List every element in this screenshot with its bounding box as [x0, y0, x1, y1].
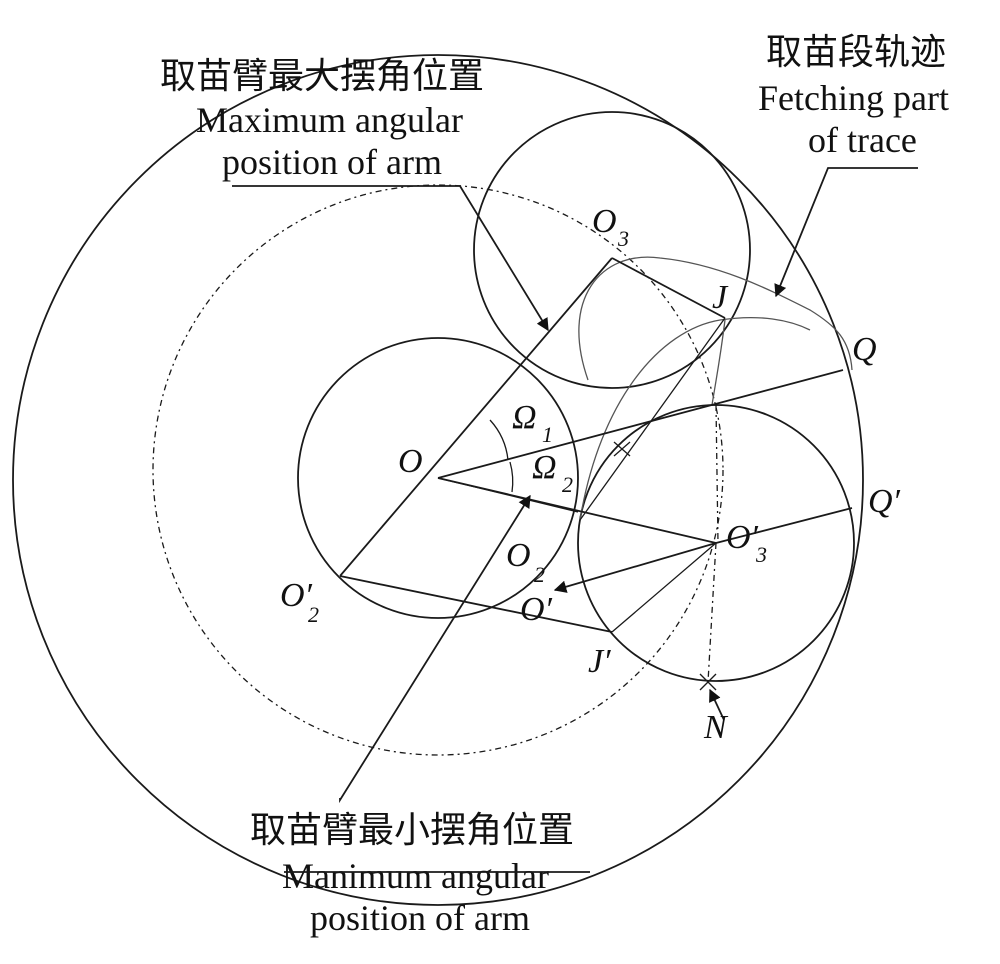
label-qp: Q′: [868, 483, 901, 520]
line-o3-j: [611, 257, 726, 319]
inner-circle: [297, 337, 579, 619]
caption-min-cn: 取苗臂最小摆角位置: [250, 810, 574, 850]
label-op: O′: [520, 591, 553, 628]
label-omega2: Ω: [532, 449, 557, 486]
caption-min-en2: position of arm: [310, 898, 530, 938]
leader-min: [339, 494, 531, 804]
line-n-up: [715, 404, 719, 544]
caption-max-cn: 取苗臂最大摆角位置: [160, 56, 484, 96]
leader-n: [709, 688, 725, 721]
label-omega2-sub: 2: [562, 472, 573, 497]
caption-min-en1: Manimum angular: [282, 856, 549, 896]
label-omega1-sub: 1: [542, 422, 553, 447]
line-o3p-n: [707, 542, 717, 683]
label-omega1: Ω: [512, 399, 537, 436]
line-o-o2: [437, 477, 579, 513]
line-jp-up: [611, 542, 717, 633]
label-o3-sub: 3: [617, 226, 629, 251]
trace-arc-2: [579, 316, 811, 521]
line-o2p-o3: [339, 257, 613, 577]
line-o3p-qp: [715, 507, 853, 544]
label-o2p-sub: 2: [308, 602, 319, 627]
line-op-o3p: [553, 542, 717, 593]
leader-fetch: [774, 167, 918, 298]
label-o2p: O′: [280, 577, 313, 614]
label-o2-sub: 2: [534, 562, 545, 587]
label-jp: J′: [588, 643, 611, 680]
dashdot-circle: [152, 184, 724, 756]
label-o3: O: [592, 203, 617, 240]
label-o3p-sub: 3: [755, 542, 767, 567]
fetching-trace: [578, 256, 853, 381]
caption-fetch-cn: 取苗段轨迹: [766, 32, 946, 72]
caption-fetch-en2: of trace: [808, 120, 917, 160]
angle-arc-omega1: [489, 419, 509, 461]
caption-fetch-en1: Fetching part: [758, 78, 949, 118]
caption-max-en1: Maximum angular: [196, 100, 463, 140]
cross-mark-n: [699, 673, 717, 691]
label-o3p: O′: [726, 519, 759, 556]
upper-circle-o3: [473, 111, 751, 389]
caption-max-en2: position of arm: [222, 142, 442, 182]
label-n: N: [703, 709, 729, 746]
label-j: J: [712, 279, 729, 316]
outer-circle: [12, 54, 864, 906]
line-o2p-jp: [339, 575, 613, 633]
label-o2: O: [506, 537, 531, 574]
leader-max: [232, 185, 549, 332]
angle-arc-omega2: [509, 461, 514, 493]
trace-arc-3: [711, 319, 726, 406]
label-q: Q: [852, 331, 877, 368]
line-jp-o3: [579, 317, 726, 521]
label-o: O: [398, 443, 423, 480]
line-o-q: [437, 369, 844, 479]
cross-mark-upper: [613, 441, 631, 457]
